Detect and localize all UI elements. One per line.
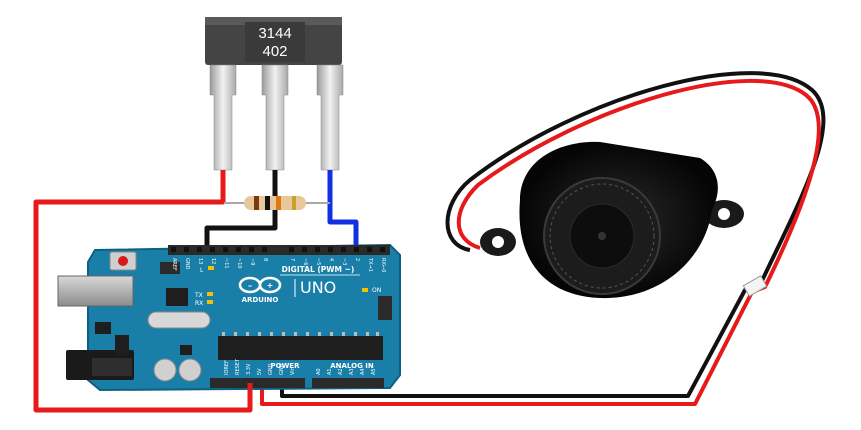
usb-connector: [57, 275, 134, 307]
l-label: L: [200, 267, 204, 274]
usb-chip: [166, 288, 188, 306]
power-label: POWER: [271, 362, 301, 370]
arduino-logo: – + ARDUINO: [238, 276, 282, 304]
icsp-header-top: [160, 262, 180, 274]
arduino-uno-board: DIGITAL (PWM ~) TX RX L – + ARDUINO UNO …: [57, 243, 401, 392]
wire-blue-signal: [327, 170, 359, 248]
digital-pin-label: RX←0: [380, 258, 386, 272]
power-pin-label: 3.3V: [246, 363, 252, 375]
capacitor-1: [153, 358, 177, 382]
digital-pin-label: ~10: [236, 258, 242, 269]
sensor-leg-out: [316, 64, 344, 171]
svg-text:+: +: [267, 281, 274, 290]
power-header: [210, 378, 305, 388]
digital-pin-label: 13: [197, 258, 203, 264]
power-pin-label: GND: [279, 363, 285, 375]
power-pin-label: IOREF: [224, 360, 230, 375]
digital-pin-label: 8: [262, 258, 268, 261]
wire-fan-black: [280, 71, 826, 398]
analog-pin-label: A4: [360, 368, 366, 375]
sensor-label-line1: 3144: [258, 25, 291, 42]
svg-text:–: –: [248, 281, 252, 290]
sensor-leg-gnd: [261, 64, 289, 171]
analog-label: ANALOG IN: [330, 362, 374, 370]
digital-pin-label: GND: [184, 258, 190, 270]
sensor-label-line2: 402: [262, 43, 287, 60]
crystal: [147, 311, 211, 329]
rx-label: RX: [195, 300, 203, 307]
power-pin-label: GND: [268, 363, 274, 375]
power-pin-label: 5V: [257, 368, 263, 375]
digital-header: [168, 245, 390, 255]
power-pin-label: Vin: [290, 367, 296, 375]
fan-connector: [742, 275, 768, 297]
blower-fan: [480, 141, 744, 299]
digital-pin-label: ~6: [302, 258, 308, 265]
sensor-leg-vcc: [209, 64, 237, 171]
digital-pin-label: 7: [289, 258, 295, 261]
digital-pin-label: ~11: [223, 258, 229, 269]
atmega-chip: [218, 336, 383, 360]
logo-text: ARDUINO: [242, 296, 279, 304]
digital-pin-label: 4: [328, 258, 334, 261]
hall-sensor: 3144 402: [205, 17, 344, 171]
digital-pin-label: 12: [210, 258, 216, 264]
resistor-body: [244, 196, 306, 210]
digital-pin-label: TX→1: [367, 257, 373, 272]
analog-pin-label: A3: [349, 368, 355, 375]
on-label: ON: [372, 287, 381, 294]
analog-pin-label: A2: [338, 368, 344, 375]
wire-fan-red: [260, 78, 821, 406]
analog-pin-label: A0: [316, 368, 322, 375]
digital-pin-label: AREF: [171, 258, 177, 271]
tx-label: TX: [194, 292, 203, 299]
analog-pin-label: A5: [371, 368, 377, 375]
digital-label: DIGITAL (PWM ~): [282, 265, 355, 274]
digital-pin-label: 2: [354, 258, 360, 261]
digital-pin-label: ~3: [341, 258, 347, 265]
model-text: UNO: [300, 278, 336, 297]
power-pin-label: RESET: [235, 358, 241, 375]
pullup-resistor: [224, 196, 330, 210]
fan-wires: [260, 71, 826, 406]
capacitor-2: [178, 358, 202, 382]
icsp-header-right: [378, 296, 392, 320]
analog-pin-label: A1: [327, 368, 333, 375]
digital-pin-label: ~9: [249, 258, 255, 265]
digital-pin-label: ~5: [315, 258, 321, 265]
analog-header: [312, 378, 384, 388]
